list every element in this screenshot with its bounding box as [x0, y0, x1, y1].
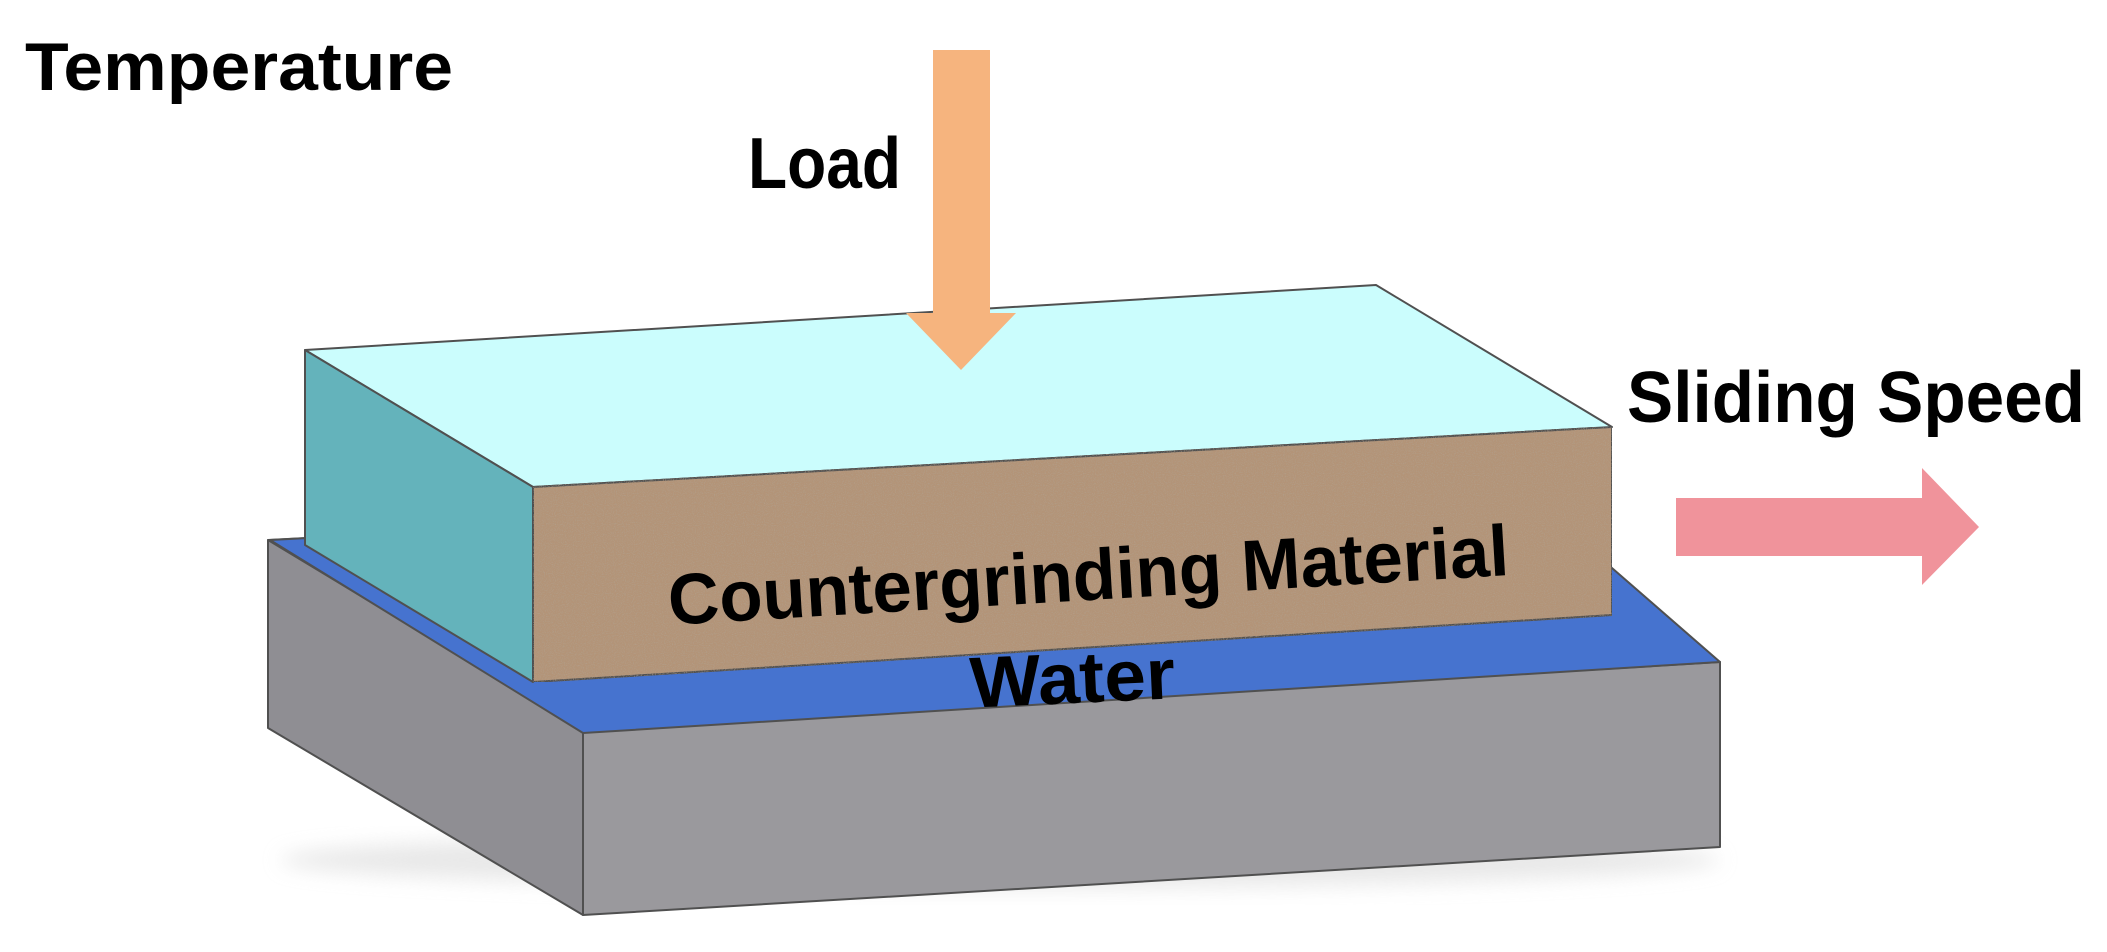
water-label: Water [968, 634, 1176, 723]
temperature-label: Temperature [25, 29, 453, 105]
arrow-down-icon [906, 50, 1016, 370]
load-label: Load [748, 124, 901, 204]
countergrinding-block [304, 284, 1613, 683]
block-front-face [532, 426, 1613, 683]
arrow-right-icon [1676, 468, 1979, 585]
sliding-speed-label: Sliding Speed [1627, 358, 2085, 438]
